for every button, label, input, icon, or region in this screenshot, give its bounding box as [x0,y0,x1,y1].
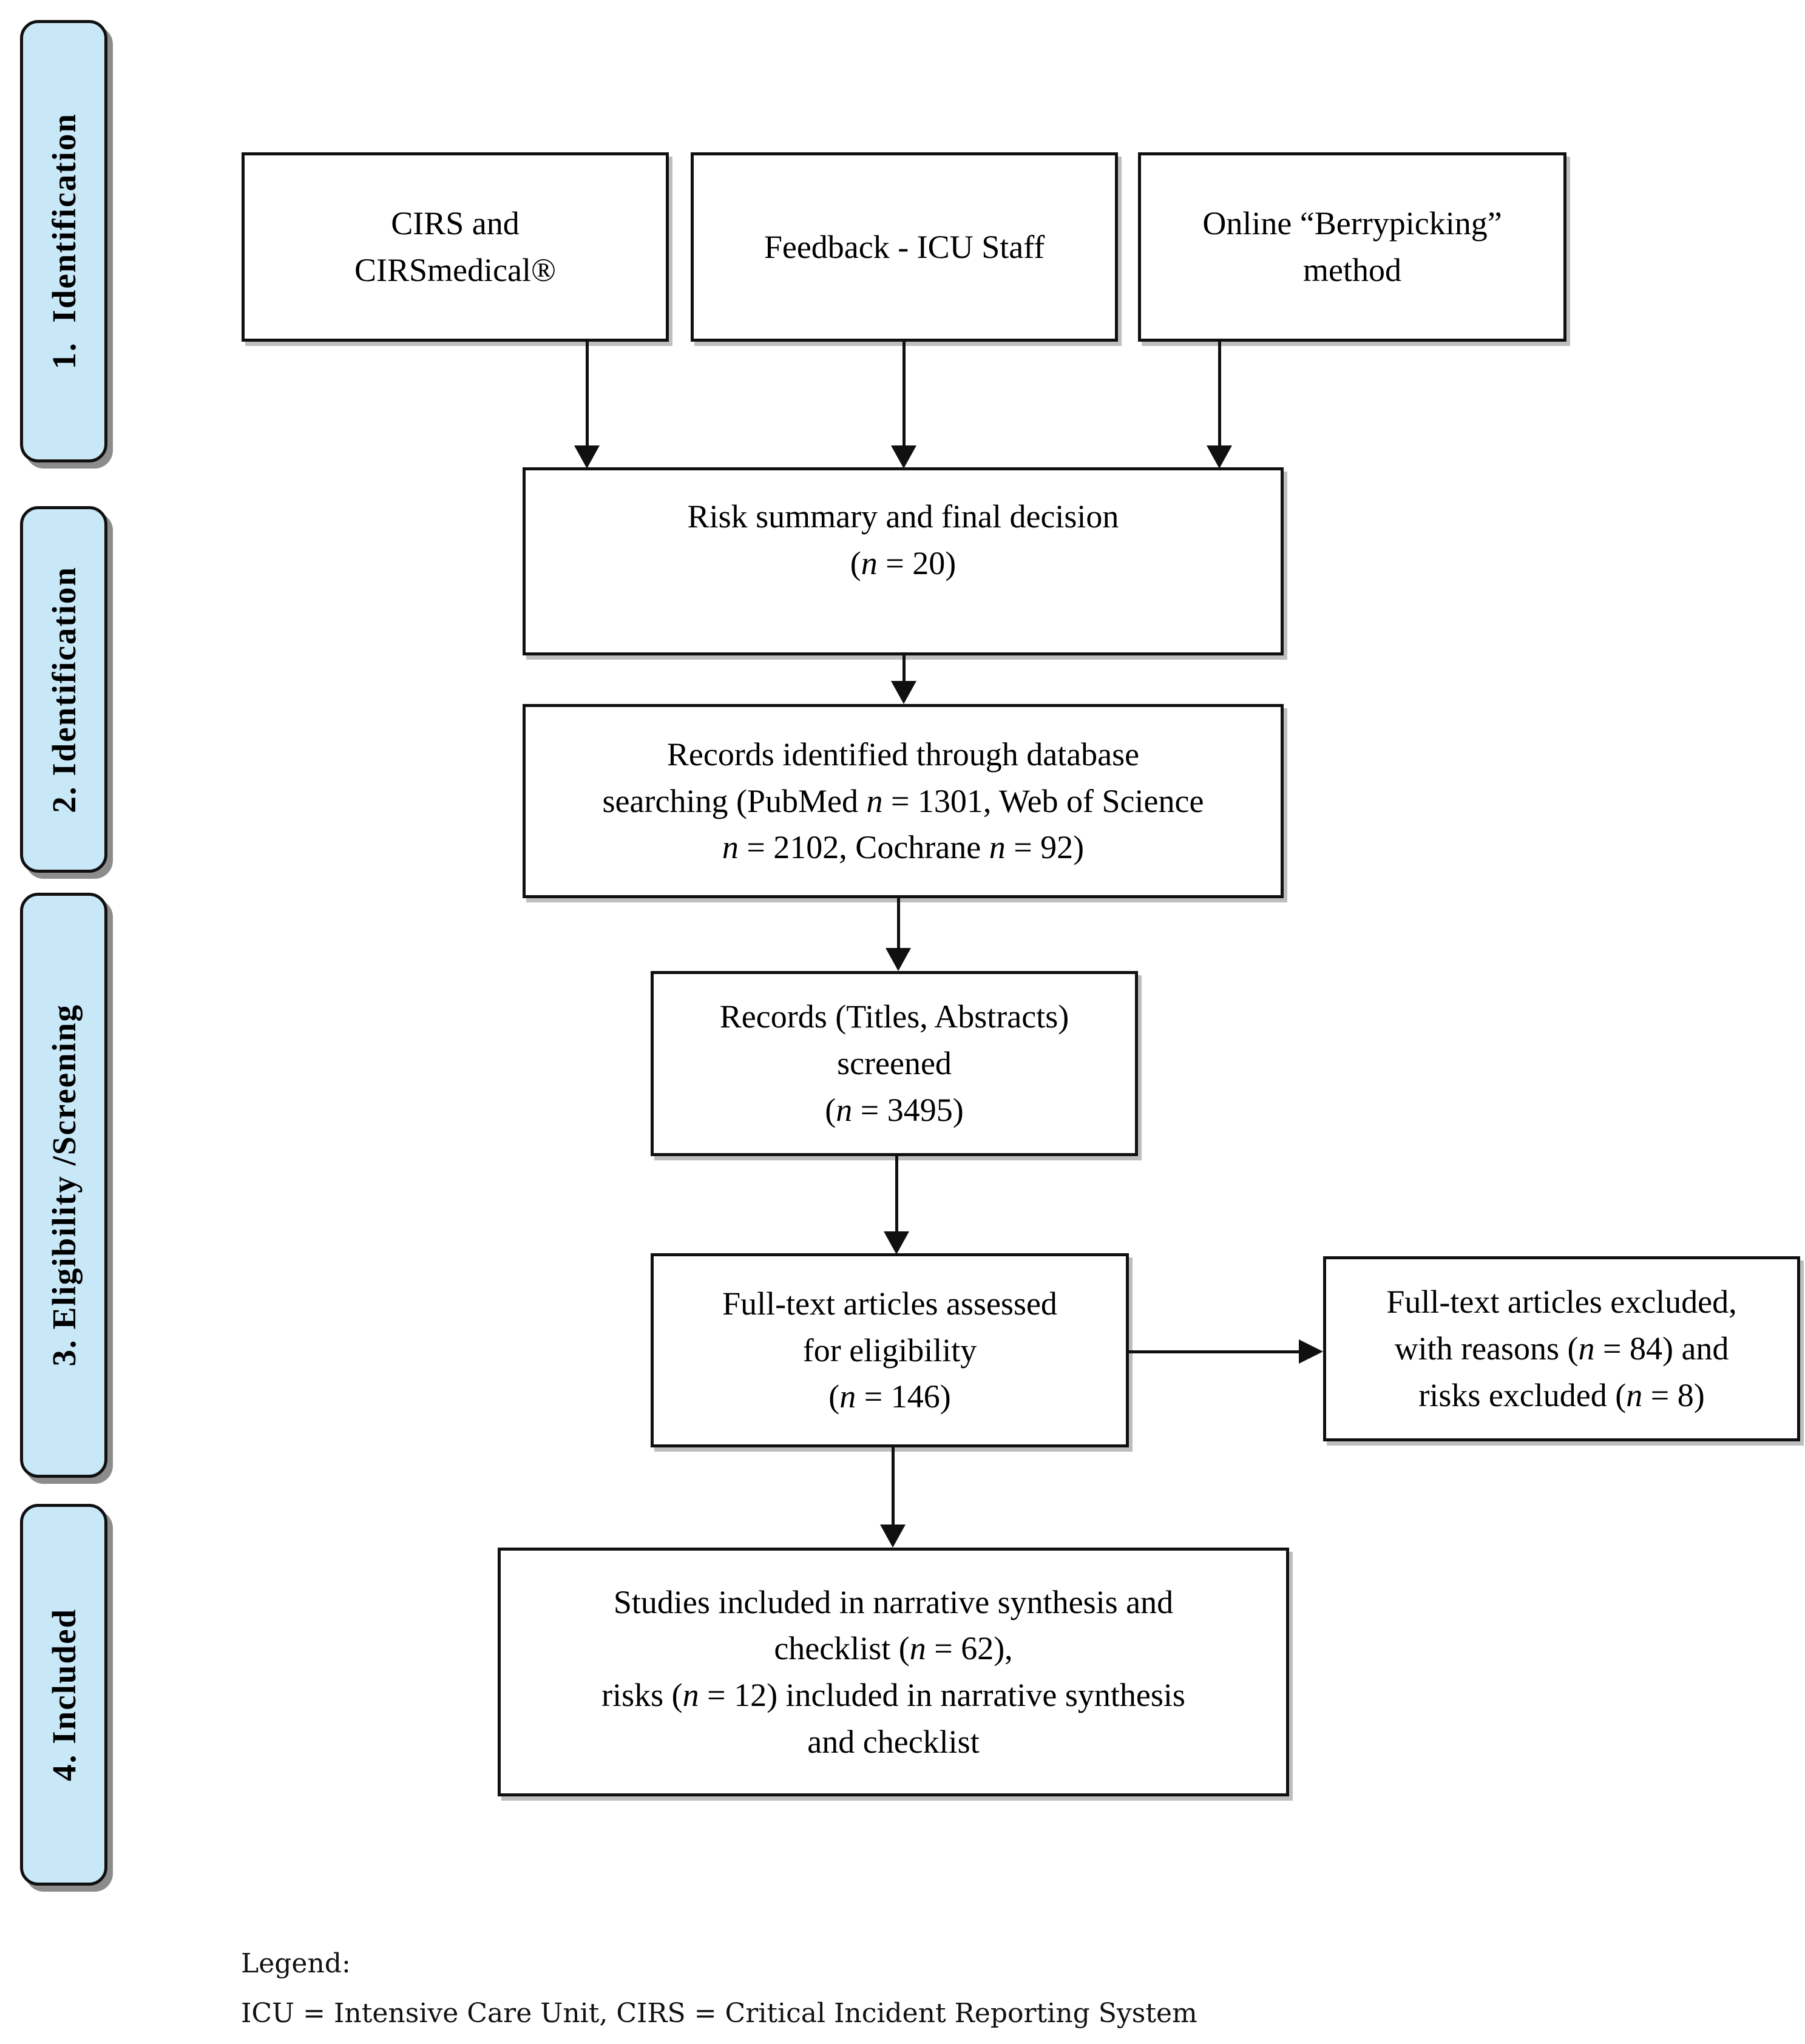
arrow-cirs-to-risk [586,342,589,448]
arrowhead-down-icon [884,1231,909,1254]
stage-label-eligibility-screening: 3. Eligibility /Screening [20,893,107,1478]
arrow-records-to-screened [897,898,900,950]
box-text: Full-text articles excluded,with reasons… [1386,1284,1737,1413]
box-text: Records (Titles, Abstracts)screened(n = … [719,998,1069,1128]
arrow-assessed-to-included [892,1447,895,1527]
box-text: Studies included in narrative synthesis … [601,1583,1185,1760]
arrow-risk-to-records [902,655,906,683]
arrowhead-down-icon [886,948,911,971]
box-online-berrypicking: Online “Berrypicking”method [1138,152,1566,342]
legend-heading: Legend: [241,1948,351,1979]
box-fulltext-excluded: Full-text articles excluded,with reasons… [1323,1256,1800,1441]
stage-label-text: 1. Identification [45,113,83,370]
arrowhead-down-icon [880,1525,906,1548]
arrowhead-down-icon [891,445,916,469]
box-feedback-icu-staff: Feedback - ICU Staff [691,152,1118,342]
box-text: Online “Berrypicking”method [1202,205,1502,288]
stage-label-text: 4. Included [45,1608,83,1781]
stage-label-identification-1: 1. Identification [20,20,107,462]
arrow-berrypicking-to-risk [1218,342,1221,448]
stage-label-text: 2. Identification [45,566,83,813]
stage-label-identification-2: 2. Identification [20,506,107,873]
stage-label-included: 4. Included [20,1504,107,1886]
arrow-screened-to-assessed [895,1156,898,1234]
box-text: Feedback - ICU Staff [764,228,1045,265]
box-studies-included: Studies included in narrative synthesis … [498,1548,1289,1796]
arrow-feedback-to-risk [902,342,906,448]
box-risk-summary: Risk summary and final decision(n = 20) [523,467,1284,655]
box-records-screened: Records (Titles, Abstracts)screened(n = … [651,971,1138,1156]
arrowhead-down-icon [891,681,916,704]
box-text: Risk summary and final decision(n = 20) [687,498,1119,581]
stage-label-text: 3. Eligibility /Screening [45,1004,83,1367]
arrowhead-right-icon [1299,1339,1323,1364]
arrow-assessed-to-excluded [1129,1350,1302,1353]
legend-abbreviations: ICU = Intensive Care Unit, CIRS = Critic… [241,1998,1197,2029]
arrowhead-down-icon [1207,445,1232,469]
arrowhead-down-icon [574,445,600,469]
